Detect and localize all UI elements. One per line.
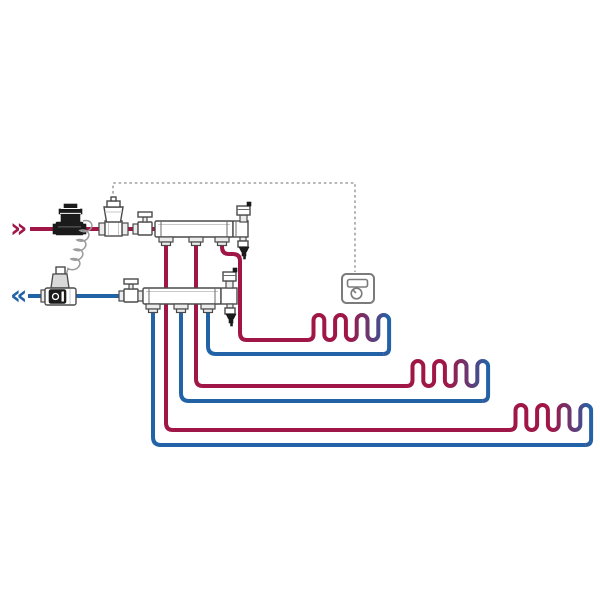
return-pipes bbox=[28, 294, 586, 447]
vent-nipple bbox=[246, 201, 252, 207]
drain-valve bbox=[237, 236, 250, 260]
circuit-1-serpentine-loop bbox=[307, 313, 392, 356]
valve-body bbox=[104, 220, 123, 237]
circulation-pump bbox=[40, 266, 77, 306]
drain-tip bbox=[228, 318, 234, 324]
outlet-collar bbox=[147, 308, 159, 314]
pump-flange bbox=[50, 273, 70, 289]
outlet-nut bbox=[158, 236, 174, 243]
vent-nipple bbox=[232, 267, 238, 273]
valve-body bbox=[137, 221, 153, 236]
valve-body bbox=[55, 221, 84, 236]
outlet-collar bbox=[160, 241, 172, 247]
outlet-nut bbox=[214, 236, 230, 243]
return-flow-out-arrows: « bbox=[10, 280, 27, 311]
valve-stem bbox=[128, 283, 134, 290]
actuator-nipple bbox=[110, 196, 117, 202]
return-manifold bbox=[142, 267, 238, 327]
outlet-nut bbox=[145, 303, 161, 310]
valve-union-nut bbox=[121, 222, 129, 236]
supply-ball-valve bbox=[132, 211, 153, 236]
return-ball-valve bbox=[118, 278, 144, 303]
drain-cone bbox=[225, 313, 237, 320]
manifold-body bbox=[142, 287, 222, 305]
drain-hex bbox=[224, 307, 236, 315]
manifold-body bbox=[154, 220, 234, 238]
pump-rotor-mark bbox=[51, 292, 60, 301]
drain-spout bbox=[230, 322, 233, 327]
circuit-2-serpentine-loop bbox=[406, 359, 491, 403]
valve-body bbox=[123, 288, 139, 303]
circuit-2-supply-pipe bbox=[194, 242, 407, 388]
capillary-coil bbox=[65, 219, 93, 276]
outlet-nut bbox=[173, 303, 189, 310]
room-thermostat bbox=[341, 273, 375, 304]
thermostatic-head bbox=[60, 213, 81, 223]
actuator-cap bbox=[106, 200, 121, 208]
supply-flow-in-arrows: » bbox=[10, 213, 27, 244]
vent-body bbox=[222, 271, 237, 282]
manifold-end-cross bbox=[220, 287, 238, 305]
valve-union-nut bbox=[98, 222, 106, 236]
outlet-collar bbox=[190, 241, 202, 247]
circuit-3-return-pipe bbox=[151, 308, 586, 447]
thermostatic-valve-with-remote-sensor bbox=[52, 203, 87, 236]
valve-glint bbox=[58, 226, 81, 228]
circuit-3-serpentine-loop bbox=[509, 403, 594, 447]
outlet-nut bbox=[200, 303, 216, 310]
valve-union-nut bbox=[118, 290, 125, 302]
outlet-collar bbox=[202, 308, 214, 314]
outlet-collar bbox=[216, 241, 228, 247]
supply-pipes bbox=[30, 227, 510, 432]
circuit-1-supply-pipe bbox=[220, 242, 308, 342]
zone-valve-actuator bbox=[98, 196, 129, 237]
outlet-nut bbox=[188, 236, 204, 243]
air-vent bbox=[222, 267, 238, 289]
drain-tip bbox=[241, 251, 247, 257]
thermostat-dial bbox=[350, 287, 363, 300]
valve-union-nut bbox=[137, 290, 144, 302]
valve-lever bbox=[123, 278, 139, 285]
vent-neck bbox=[239, 214, 248, 223]
manifold-outlet-ports bbox=[158, 236, 230, 247]
circuit-2-return-pipe bbox=[179, 308, 483, 403]
actuator-cup bbox=[103, 206, 124, 223]
pump-stem bbox=[55, 266, 66, 275]
valve-union-nut bbox=[132, 223, 139, 235]
circuit-3-supply-pipe bbox=[164, 242, 510, 432]
circuit-1-return-pipe bbox=[206, 308, 384, 356]
thermostat-dial-pointer bbox=[352, 289, 357, 294]
drain-spout bbox=[243, 255, 246, 260]
vent-neck bbox=[225, 280, 234, 289]
supply-manifold bbox=[154, 201, 252, 260]
manifold-outlet-ports bbox=[145, 303, 216, 314]
drain-hex bbox=[237, 240, 249, 248]
air-vent bbox=[236, 201, 252, 223]
control-wire bbox=[112, 182, 356, 272]
vent-body bbox=[236, 205, 251, 216]
manifold-end-tee bbox=[232, 220, 249, 238]
drain-cone bbox=[238, 246, 250, 253]
thermostat-display bbox=[346, 278, 369, 288]
valve-stem bbox=[142, 216, 148, 223]
drain-valve bbox=[224, 303, 237, 327]
outlet-collar bbox=[175, 308, 187, 314]
pump-face-bar bbox=[61, 291, 64, 302]
heating-loops bbox=[307, 313, 594, 447]
valve-lever bbox=[137, 211, 153, 218]
